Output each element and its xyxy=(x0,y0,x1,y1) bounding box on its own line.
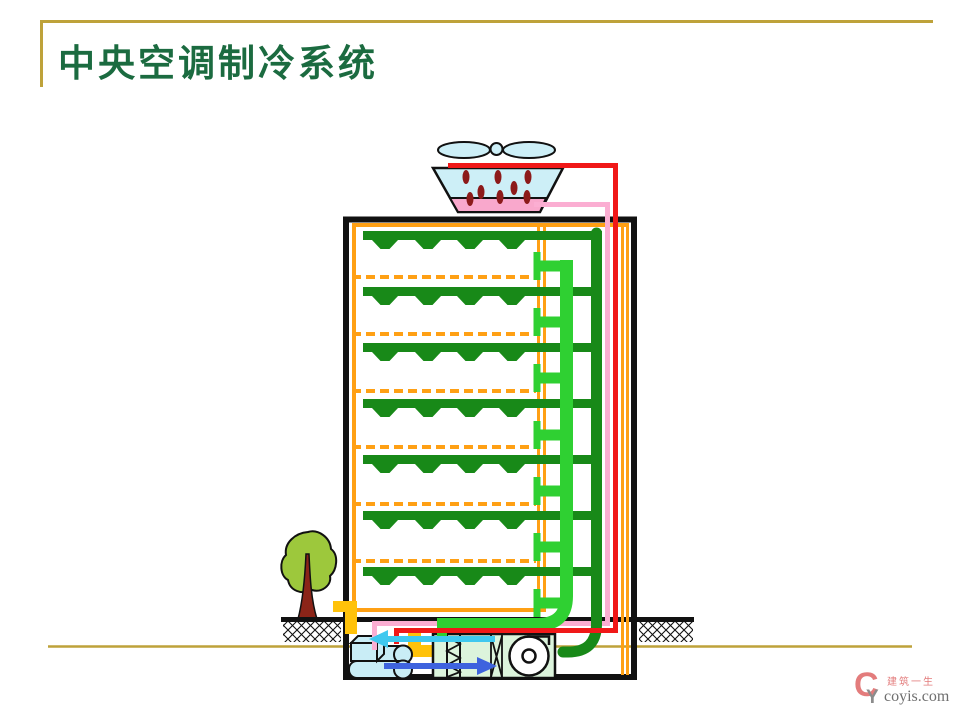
riser-branch-flange xyxy=(533,533,541,561)
air-diffuser-icon xyxy=(372,576,398,585)
return-riser-dark-green xyxy=(557,227,602,658)
riser-branch-flange xyxy=(533,477,541,505)
ceiling-slab xyxy=(363,567,602,576)
air-diffuser-icon xyxy=(499,240,525,249)
riser-branch-flange xyxy=(533,421,541,449)
air-diffuser-icon xyxy=(499,352,525,361)
riser-branch-flange xyxy=(533,252,541,280)
air-diffuser-icon xyxy=(415,352,441,361)
ceiling-slab xyxy=(363,231,602,240)
riser-branch-flange xyxy=(533,308,541,336)
condenser-pink-pipe xyxy=(372,202,610,650)
air-diffuser-icon xyxy=(499,464,525,473)
air-diffuser-icon xyxy=(372,240,398,249)
air-diffuser-icon xyxy=(415,576,441,585)
title-rule-left xyxy=(40,20,43,87)
riser-branch-stub xyxy=(540,372,563,384)
air-diffuser-icon xyxy=(457,240,483,249)
air-diffuser-icon xyxy=(372,408,398,417)
ceiling-slab xyxy=(363,287,602,296)
supply-riser-bright-green xyxy=(437,260,573,631)
air-diffuser-icon xyxy=(415,408,441,417)
ground-hatch-right xyxy=(639,622,693,642)
return-air-arrow-icon xyxy=(369,630,495,648)
air-diffuser-icon xyxy=(372,352,398,361)
ceiling-slab xyxy=(363,455,602,464)
fan-scroll-icon xyxy=(508,635,551,677)
riser-branch-stub xyxy=(540,597,563,609)
ceiling-slab xyxy=(363,399,602,408)
air-diffuser-icon xyxy=(457,296,483,305)
air-diffuser-icon xyxy=(372,520,398,529)
fan-propeller-icon xyxy=(437,141,556,159)
air-diffuser-icon xyxy=(457,352,483,361)
tree-icon xyxy=(280,530,338,620)
air-diffuser-icon xyxy=(457,464,483,473)
title-rule-top xyxy=(40,20,933,23)
ceiling-slab xyxy=(363,343,602,352)
riser-branch-flange xyxy=(533,589,541,617)
ground-hatch-left xyxy=(283,622,341,642)
air-diffuser-icon xyxy=(415,296,441,305)
supply-air-arrow-icon xyxy=(384,657,497,675)
riser-branch-stub xyxy=(540,541,563,553)
air-diffuser-icon xyxy=(457,576,483,585)
floors-layer xyxy=(352,231,602,617)
air-diffuser-icon xyxy=(372,296,398,305)
page-title: 中央空调制冷系统 xyxy=(58,44,378,85)
logo-letter-y: Y xyxy=(866,687,879,708)
water-droplets-icon xyxy=(462,170,532,206)
riser-branch-flange xyxy=(533,364,541,392)
ceiling-slab xyxy=(363,511,602,520)
air-diffuser-icon xyxy=(372,464,398,473)
cooling-tower-icon xyxy=(430,141,566,214)
air-diffuser-icon xyxy=(457,520,483,529)
riser-branch-stub xyxy=(540,429,563,441)
air-diffuser-icon xyxy=(457,408,483,417)
condenser-red-pipe xyxy=(394,163,618,644)
air-diffuser-icon xyxy=(415,240,441,249)
air-diffuser-icon xyxy=(499,408,525,417)
logo-domain-text: coyis.com xyxy=(884,688,950,705)
air-diffuser-icon xyxy=(415,464,441,473)
riser-branch-stub xyxy=(540,485,563,497)
air-diffuser-icon xyxy=(499,576,525,585)
riser-branch-stub xyxy=(540,316,563,328)
logo-letter-c: C xyxy=(854,666,879,704)
riser-branch-stub xyxy=(540,260,563,272)
air-diffuser-icon xyxy=(415,520,441,529)
air-diffuser-icon xyxy=(499,520,525,529)
air-diffuser-icon xyxy=(499,296,525,305)
logo-brand-text: 建筑一生 xyxy=(887,677,935,688)
